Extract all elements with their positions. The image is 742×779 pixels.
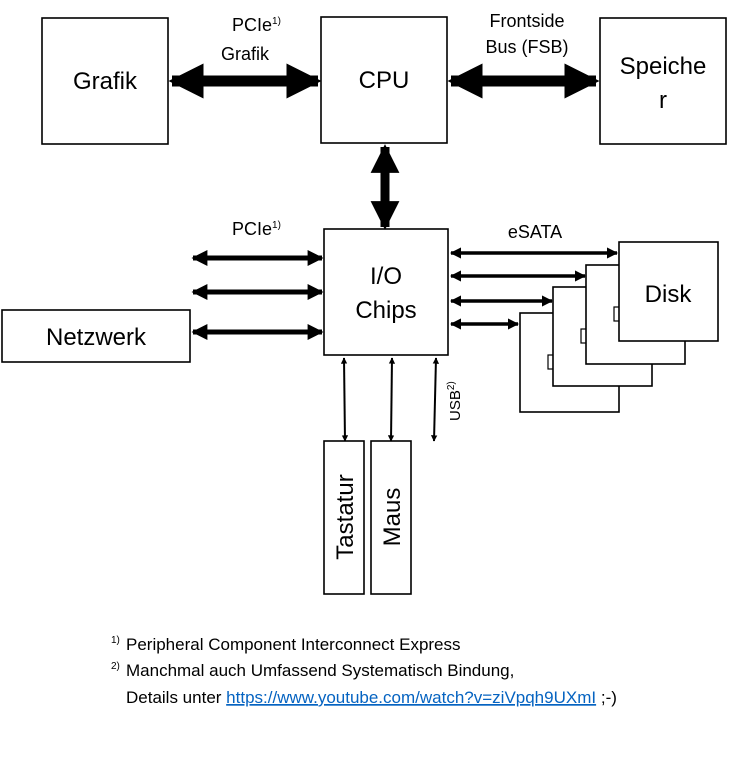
speicher-label-line1: Speiche <box>620 53 707 80</box>
usb-label: USB2) <box>446 381 464 421</box>
footnote-1-text: Peripheral Component Interconnect Expres… <box>126 635 461 654</box>
disk-label: Disk <box>645 281 693 308</box>
tastatur-node: Tastatur <box>323 440 365 595</box>
io-chips-node: I/O Chips <box>323 228 449 356</box>
disk-stack: Disk <box>519 241 719 413</box>
maus-node: Maus <box>370 440 412 595</box>
footnote-2-text: Manchmal auch Umfassend Systematisch Bin… <box>126 661 514 680</box>
grafik-node: Grafik <box>41 17 169 145</box>
fsb-label-line1: Frontside <box>489 11 564 31</box>
cpu-label: CPU <box>359 67 410 94</box>
netzwerk-label: Netzwerk <box>46 324 147 351</box>
speicher-node: Speiche r <box>599 17 727 145</box>
disk-box-1 <box>618 241 719 342</box>
pcie-grafik-label-line1: PCIe1) <box>232 15 281 35</box>
footnote-2-details: Details unter https://www.youtube.com/wa… <box>126 688 617 707</box>
footnote-1-marker: 1) <box>111 635 120 646</box>
netzwerk-node: Netzwerk <box>1 309 191 363</box>
footnotes: 1) Peripheral Component Interconnect Exp… <box>111 635 617 707</box>
esata-label: eSATA <box>508 222 562 242</box>
cpu-node: CPU <box>320 16 448 144</box>
youtube-link[interactable]: https://www.youtube.com/watch?v=ziVpqh9U… <box>226 688 596 707</box>
usb-arrow-tastatur <box>340 357 349 442</box>
footnote-2-marker: 2) <box>111 661 120 672</box>
tastatur-label: Tastatur <box>332 474 359 559</box>
speicher-label-line2: r <box>659 87 667 114</box>
maus-label: Maus <box>379 488 406 547</box>
pcie-grafik-label-line2: Grafik <box>221 44 270 64</box>
io-label-line1: I/O <box>370 263 402 290</box>
pcie-label: PCIe1) <box>232 219 281 239</box>
usb-arrow-maus <box>387 357 396 442</box>
usb-arrow-free <box>430 357 440 442</box>
io-label-line2: Chips <box>355 297 416 324</box>
grafik-label: Grafik <box>73 68 138 95</box>
fsb-label-line2: Bus (FSB) <box>485 37 568 57</box>
